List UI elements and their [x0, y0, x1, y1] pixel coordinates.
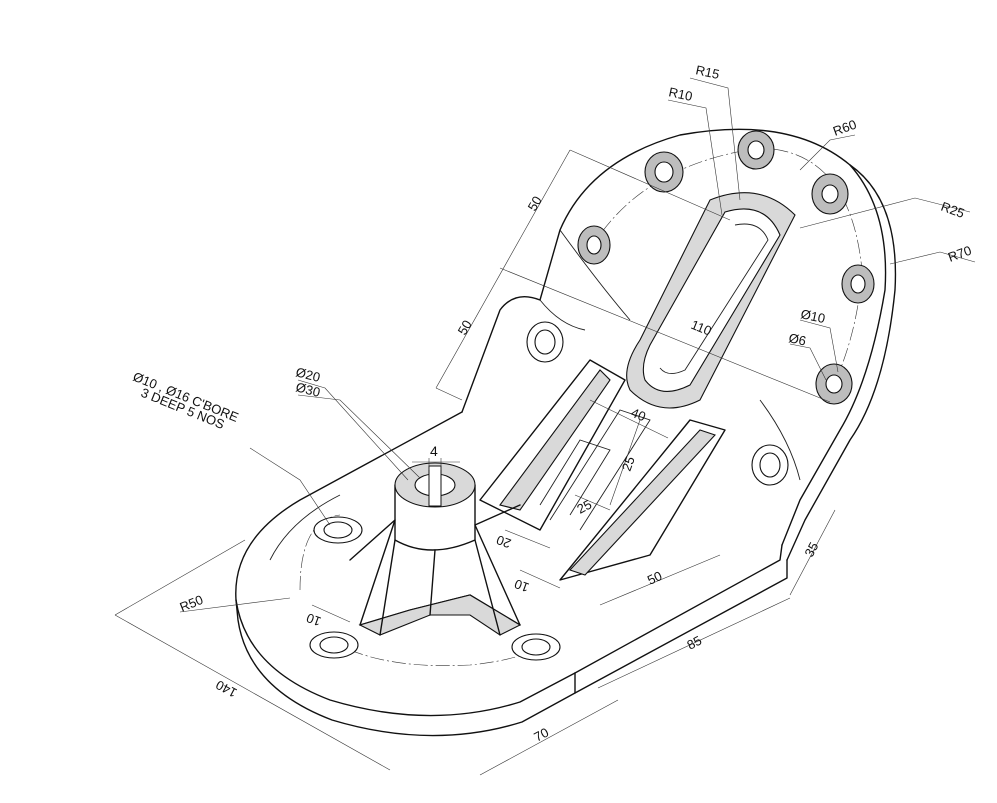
label-10-b: 10 [304, 610, 323, 629]
label-vert-50-top: 50 [525, 193, 545, 213]
side-holes [526, 321, 789, 486]
label-70: 70 [531, 725, 551, 745]
label-r25: R25 [939, 199, 967, 221]
boss-with-fins [349, 462, 522, 636]
label-85: 85 [684, 633, 704, 653]
vertical-plate [461, 128, 897, 561]
label-slot-width: 4 [430, 443, 438, 459]
label-d30: Ø30 [294, 379, 321, 400]
counterbore-holes-upper [577, 130, 875, 405]
dimension-lines [114, 77, 976, 776]
bolt-circle-upper [589, 147, 863, 383]
label-140: 140 [213, 677, 239, 700]
label-10-a: 10 [512, 576, 531, 595]
base-plate [235, 411, 788, 737]
slot [626, 192, 796, 409]
label-r60: R60 [831, 117, 859, 139]
label-vert-50-bottom: 50 [455, 317, 475, 337]
label-r70: R70 [946, 243, 974, 265]
label-25-a: 25 [619, 454, 638, 473]
label-20: 20 [494, 532, 513, 551]
label-r10: R10 [667, 84, 693, 104]
label-d6: Ø6 [787, 330, 807, 348]
label-25-b: 25 [574, 497, 594, 517]
label-r15: R15 [694, 62, 720, 82]
bolt-circle-lower [299, 514, 546, 667]
label-r50: R50 [178, 592, 206, 615]
label-35: 35 [801, 540, 821, 560]
label-d10: Ø10 [799, 306, 826, 326]
label-50: 50 [645, 568, 664, 588]
label-40: 40 [629, 405, 648, 424]
label-110: 110 [689, 317, 714, 339]
label-d20: Ø20 [294, 364, 321, 385]
counterbore-holes-lower [309, 516, 561, 661]
